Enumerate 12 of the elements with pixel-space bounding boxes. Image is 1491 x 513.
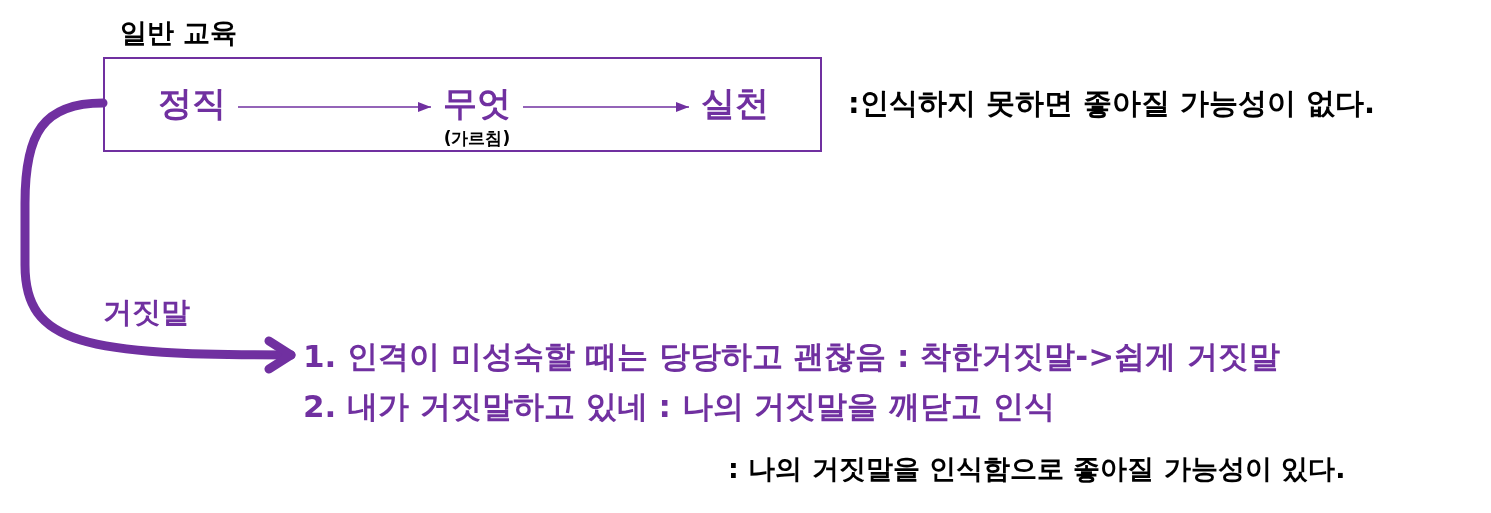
arrow: [522, 102, 690, 112]
node-sublabel: (가르침): [443, 129, 511, 149]
note-text: :인식하지 못하면 좋아질 가능성이 없다.: [848, 86, 1375, 121]
list-item: 1. 인격이 미성숙할 때는 당당하고 괜찮음 : 착한거짓말->쉽게 거짓말: [303, 337, 1280, 376]
node-label: 무엇: [443, 84, 511, 124]
list-item: 2. 내가 거짓말하고 있네 : 나의 거짓말을 깨닫고 인식: [303, 387, 1057, 426]
group-heading: 일반 교육: [120, 17, 238, 50]
arrow: [237, 102, 432, 112]
node-label: 정직: [158, 84, 226, 124]
note-text: : 나의 거짓말을 인식함으로 좋아질 가능성이 있다.: [728, 453, 1346, 486]
node-label: 실천: [701, 84, 769, 124]
arrow: [20, 98, 296, 374]
